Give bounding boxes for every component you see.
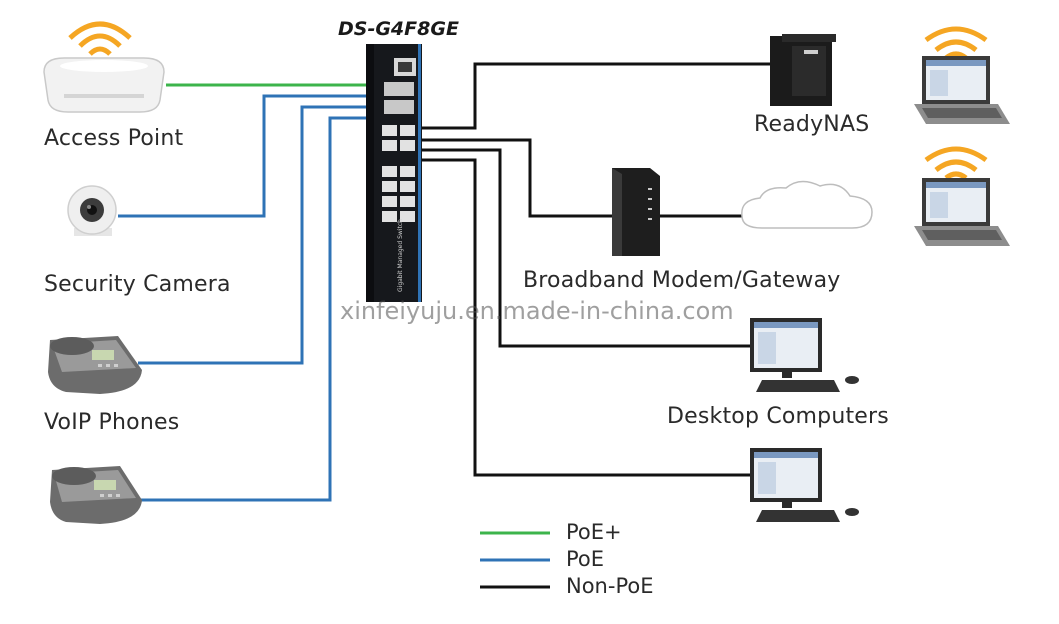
readynas-icon [770, 34, 836, 106]
security-camera-icon [67, 185, 117, 236]
label-voip-phones: VoIP Phones [44, 410, 180, 435]
non-poe-links [422, 62, 770, 477]
access-point-icon [43, 21, 165, 113]
watermark: xinfeiyuju.en.made-in-china.com [340, 297, 734, 325]
modem-icon [612, 168, 660, 256]
voip-phone-icon-1 [48, 336, 142, 394]
label-security-camera: Security Camera [44, 272, 231, 297]
desktop-computer-icon-2 [750, 448, 859, 522]
label-desktop-computers: Desktop Computers [667, 404, 889, 429]
legend-label-non-poe: Non-PoE [566, 574, 654, 598]
legend-swatches [480, 531, 550, 589]
label-modem: Broadband Modem/Gateway [523, 268, 841, 293]
managed-switch: Gigabit Managed Switch [366, 44, 422, 302]
voip-phone-icon-2 [50, 466, 142, 524]
laptop-icon-2 [914, 146, 1010, 246]
poe-links [118, 94, 366, 502]
label-readynas: ReadyNAS [754, 112, 870, 137]
label-access-point: Access Point [44, 126, 184, 151]
legend-label-poe-plus: PoE+ [566, 520, 622, 544]
internet-cloud-icon [741, 180, 873, 229]
desktop-computer-icon-1 [750, 318, 859, 392]
switch-label: Gigabit Managed Switch [397, 219, 404, 292]
switch-model-title: DS-G4F8GE [338, 18, 459, 40]
legend-label-poe: PoE [566, 547, 605, 571]
laptop-icon-1 [914, 26, 1010, 124]
